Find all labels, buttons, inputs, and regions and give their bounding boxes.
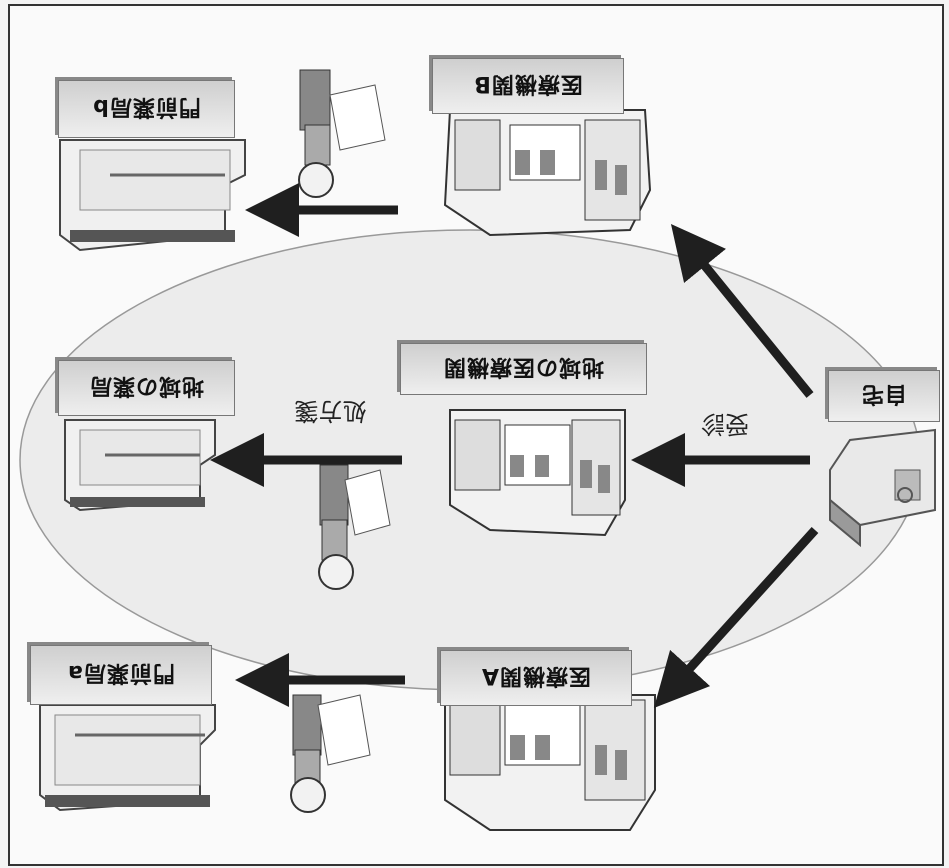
local-pharmacy-building-icon	[64, 419, 216, 512]
home-label: 自宅	[828, 370, 940, 422]
patient-local-icon	[318, 464, 391, 590]
pharmacy-b-building-icon	[59, 139, 246, 252]
patient-a-icon	[290, 694, 371, 813]
local-hospital-building-icon	[449, 409, 626, 537]
hospital-a-label: 医療機関A	[440, 650, 632, 706]
pharmacy-b-label: 門前薬局b	[58, 80, 235, 138]
arrow-home-to-hospital-b	[670, 224, 814, 398]
home-icon	[829, 428, 936, 548]
patient-b-icon	[298, 69, 386, 198]
hospital-b-building-icon	[443, 109, 652, 237]
consult-edge-label: 受診	[701, 410, 749, 439]
prescription-edge-label: 処方箋	[294, 397, 367, 426]
pharmacy-a-label: 門前薬局a	[30, 645, 212, 705]
local-hospital-label: 地域の医療機関	[400, 343, 647, 395]
pharmacy-a-building-icon	[39, 704, 216, 812]
arrow-home-to-hospital-a	[653, 526, 819, 709]
local-pharmacy-label: 地域の薬局	[58, 360, 235, 416]
hospital-b-label: 医療機関B	[432, 58, 624, 114]
hospital-a-building-icon	[444, 694, 656, 831]
